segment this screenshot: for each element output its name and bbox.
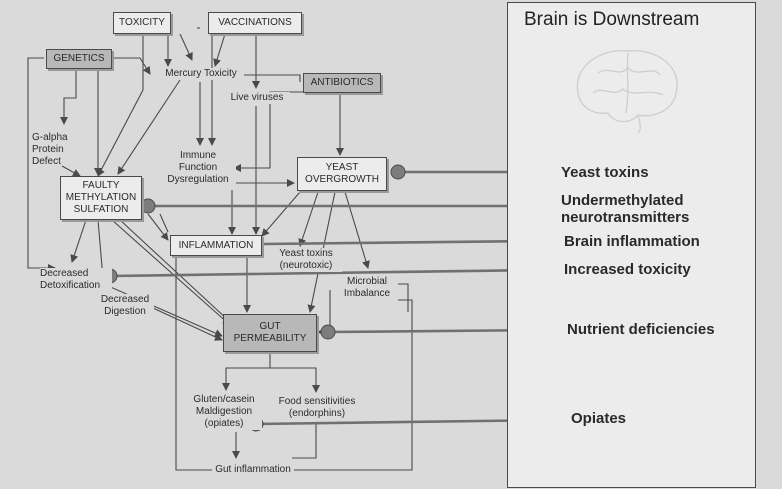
toxicity-box: TOXICITY	[113, 12, 171, 34]
outcome-opiates: Opiates	[571, 410, 627, 427]
decreased-detoxification-label: Decreased Detoxification	[40, 268, 112, 292]
inflammation-box: INFLAMMATION	[170, 235, 262, 256]
antibiotics-box: ANTIBIOTICS	[303, 73, 381, 93]
brain-panel: Brain is Downstream	[507, 2, 756, 488]
gluten-casein-label: Gluten/casein Maldigestion (opiates)	[186, 394, 262, 430]
g-alpha-label: G-alpha Protein Defect	[32, 132, 68, 167]
outcome-undermethylated-neurotransmitters: Undermethylated neurotransmitters	[561, 192, 690, 226]
yeast-overgrowth-box: YEAST OVERGROWTH	[297, 157, 387, 191]
faulty-methylation-box: FAULTY METHYLATION SULFATION	[60, 176, 142, 220]
outcome-yeast-toxins: Yeast toxins	[561, 164, 649, 181]
decreased-digestion-label: Decreased Digestion	[96, 294, 154, 318]
outcome-nutrient-deficiencies: Nutrient deficiencies	[567, 321, 715, 338]
outcome-brain-inflammation: Brain inflammation	[564, 233, 700, 250]
immune-dysregulation-label: Immune Function Dysregulation	[160, 150, 236, 186]
gut-permeability-box: GUT PERMEABILITY	[223, 314, 317, 352]
mercury-toxicity-label: Mercury Toxicity	[158, 68, 244, 80]
outcome-increased-toxicity: Increased toxicity	[564, 261, 691, 278]
yeast-toxins-neurotoxic-label: Yeast toxins (neurotoxic)	[270, 248, 342, 272]
vaccinations-box: VACCINATIONS	[208, 12, 302, 34]
food-sensitivities-label: Food sensitivities (endorphins)	[268, 396, 366, 420]
live-viruses-label: Live viruses	[224, 92, 290, 104]
genetics-box: GENETICS	[46, 49, 112, 69]
brain-icon	[576, 50, 678, 133]
panel-title: Brain is Downstream	[524, 9, 700, 30]
gut-inflammation-label: Gut inflammation	[212, 464, 294, 476]
microbial-imbalance-label: Microbial Imbalance	[336, 276, 398, 300]
